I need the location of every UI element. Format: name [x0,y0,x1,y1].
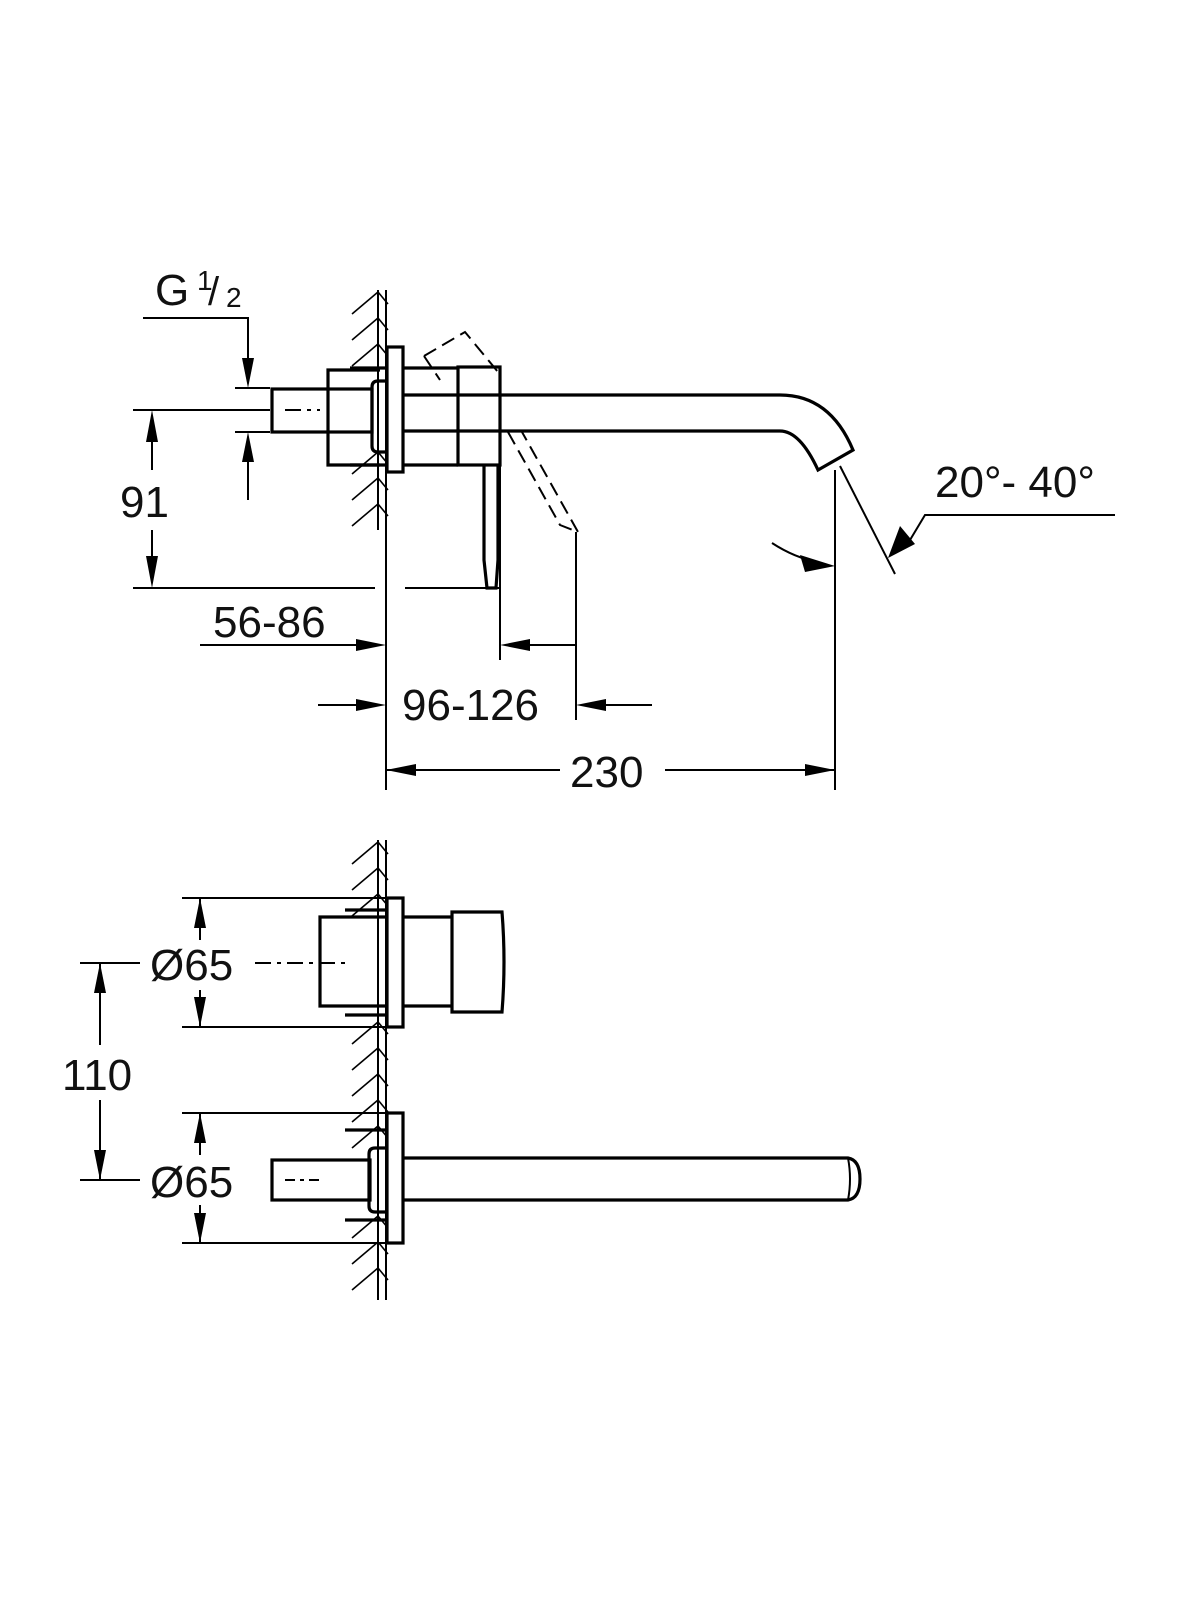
thread-fraction-num: 1 [197,265,213,296]
handle-side [255,896,506,1029]
dimension-91: 91 [120,409,500,589]
dimension-56-86: 56-86 [200,440,576,660]
top-view-elevation: G 1 / 2 91 56-86 [120,265,1115,797]
spout-side [270,1111,862,1245]
valve-body [270,345,405,474]
dim-230-label: 230 [570,748,643,797]
dim-angle-label: 20°- 40° [935,458,1095,507]
dim-56-86-label: 56-86 [213,598,326,647]
wall-hatching-top [351,290,389,790]
dimension-g-half: G 1 / 2 [143,265,270,500]
side-view-elevation: Ø65 110 Ø65 [62,840,862,1300]
spout-top [403,393,856,473]
lever-handle [403,330,581,590]
fraction-slash: / [208,270,220,314]
dim-spout-diameter-label: Ø65 [150,1158,233,1207]
dim-110-label: 110 [62,1051,132,1100]
thread-fraction-den: 2 [226,282,242,313]
dim-96-126-label: 96-126 [402,681,539,730]
dimension-handle-diameter: Ø65 [150,897,403,1028]
dim-91-label: 91 [120,478,169,527]
thread-label: G [155,266,189,315]
dim-handle-diameter-label: Ø65 [150,941,233,990]
dimension-110: 110 [62,962,140,1181]
dimension-230: 230 [386,470,836,797]
wall-hatching-bottom [345,840,389,1300]
dimension-spout-diameter: Ø65 [150,1112,403,1244]
dimension-96-126: 96-126 [318,532,652,730]
dimension-angle: 20°- 40° [771,458,1115,575]
